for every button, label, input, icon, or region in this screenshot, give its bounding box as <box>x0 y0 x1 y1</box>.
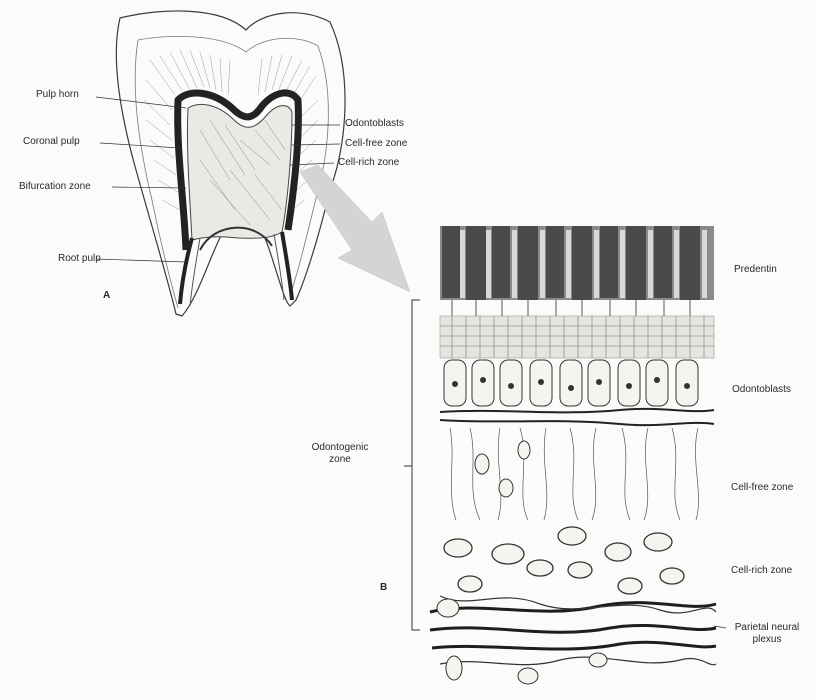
label-parietal-neural-plexus: Parietal neural plexus <box>722 622 812 646</box>
pulp-chamber <box>187 104 292 240</box>
junction-band <box>440 409 714 425</box>
label-pulp-horn: Pulp horn <box>36 89 79 101</box>
odontoblast-processes <box>452 300 690 318</box>
cell-free-fibers <box>450 428 699 520</box>
label-root-pulp: Root pulp <box>58 253 101 265</box>
mesh-zone <box>440 316 714 358</box>
odontogenic-line2: zone <box>300 454 380 466</box>
label-a-odontoblasts: Odontoblasts <box>345 118 404 130</box>
odontogenic-bracket <box>404 300 420 630</box>
label-odontogenic-zone: Odontogenic zone <box>300 442 380 466</box>
label-predentin: Predentin <box>734 264 777 276</box>
panel-b-letter: B <box>380 582 387 594</box>
histology-section <box>430 226 716 684</box>
label-coronal-pulp: Coronal pulp <box>23 136 80 148</box>
label-a-cell-free-zone: Cell-free zone <box>345 138 407 150</box>
cell-rich-cells <box>444 527 684 594</box>
parietal-line2: plexus <box>722 634 812 646</box>
label-bifurcation-zone: Bifurcation zone <box>19 181 91 193</box>
cell-free-cells <box>475 441 530 497</box>
label-a-cell-rich-zone: Cell-rich zone <box>338 157 399 169</box>
tooth-illustration <box>116 11 345 316</box>
label-b-cell-free-zone: Cell-free zone <box>731 482 793 494</box>
panel-a-letter: A <box>103 290 110 302</box>
neural-plexus-fibers <box>430 603 716 649</box>
zoom-arrow <box>300 165 410 292</box>
root-canal-right <box>282 232 292 300</box>
label-b-cell-rich-zone: Cell-rich zone <box>731 565 792 577</box>
label-b-odontoblasts: Odontoblasts <box>732 384 791 396</box>
parietal-line1: Parietal neural <box>722 622 812 634</box>
odontogenic-line1: Odontogenic <box>300 442 380 454</box>
odontoblast-cells <box>444 360 698 406</box>
